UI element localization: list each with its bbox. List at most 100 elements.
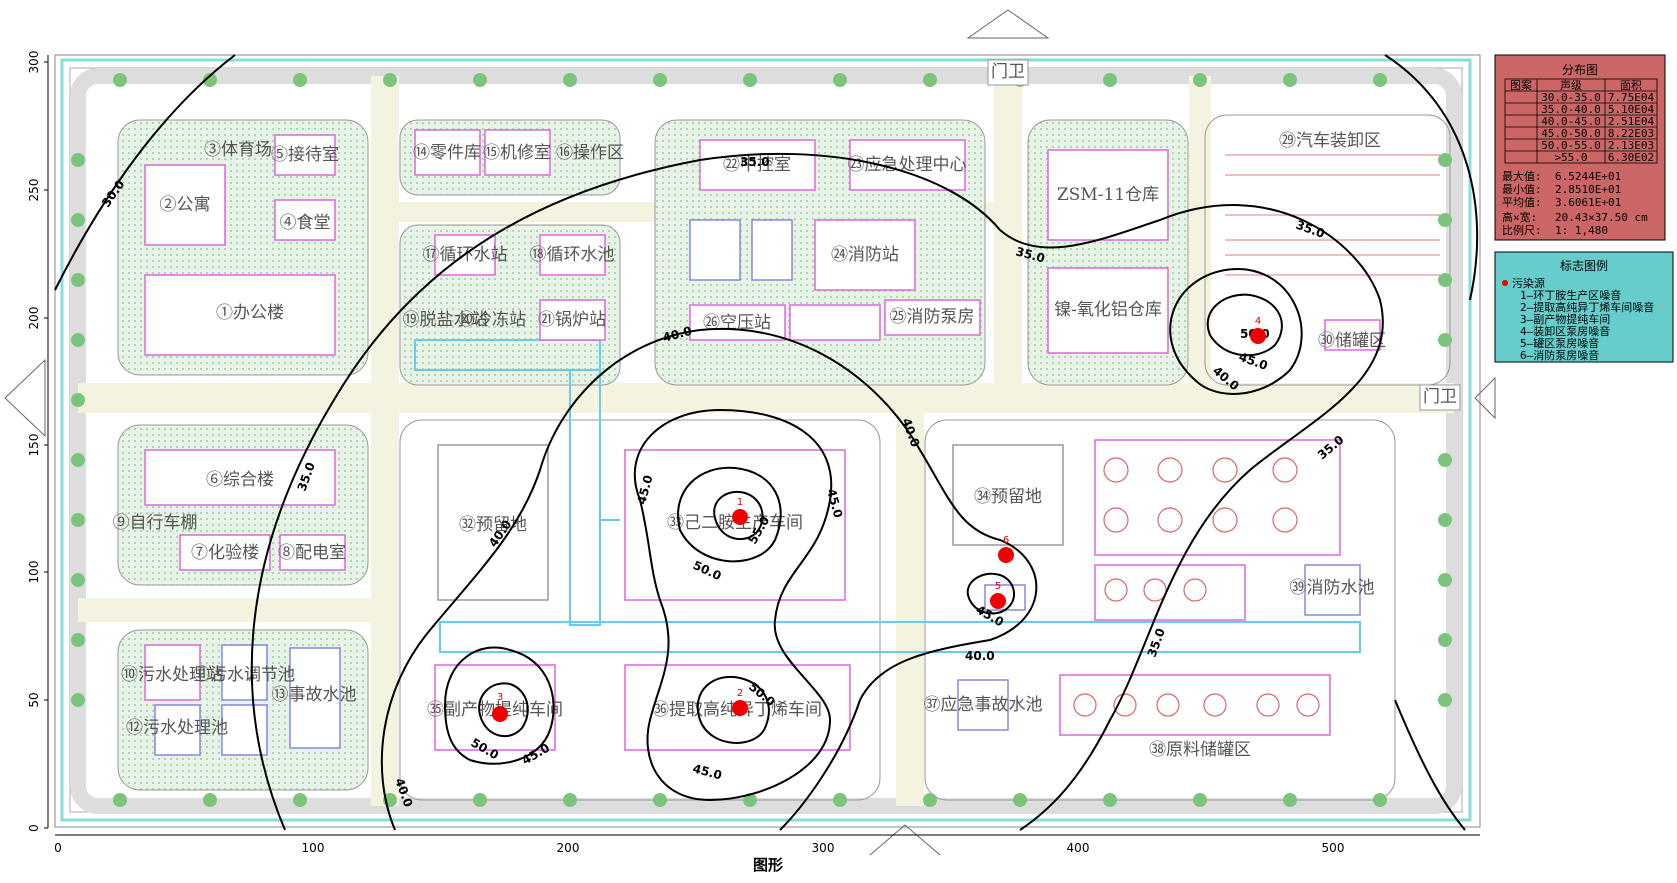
label-building8: ⑧配电室 <box>278 543 346 563</box>
contour-45-a <box>633 408 833 802</box>
x-tick: 300 <box>812 841 835 855</box>
noise-source-3[interactable]: 3 <box>492 692 508 722</box>
dist-row-area: 5.10E04 <box>1608 103 1655 116</box>
site-plan <box>4 9 1496 856</box>
legend-item: 1—环丁胺生产区噪音 <box>1520 288 1621 302</box>
tree-icon <box>1373 793 1387 807</box>
contour-labels: 30.0 35.0 35.0 35.0 35.0 35.0 35.0 40.0 … <box>99 155 1347 809</box>
label-building4: ④食堂 <box>280 213 331 233</box>
legend-title: 标志图例 <box>1560 259 1608 273</box>
tree-icon <box>71 393 85 407</box>
dist-row-range: 50.0-55.0 <box>1541 139 1601 152</box>
tree-icon <box>1438 633 1452 647</box>
label-building22: ㉒中控室 <box>723 155 791 175</box>
contour-45-b <box>443 646 555 765</box>
contour-45-c <box>1206 293 1283 357</box>
noise-source-6[interactable]: 6 <box>998 535 1014 563</box>
label-building25: ㉕消防泵房 <box>890 307 975 327</box>
tree-icon <box>1013 793 1027 807</box>
tree-icon <box>923 793 937 807</box>
contour-30-right <box>1384 54 1479 301</box>
tree-icon <box>71 573 85 587</box>
tree-icon <box>563 793 577 807</box>
label-building10: ⑩污水处理站 <box>121 665 223 685</box>
legend-source-marker <box>1502 280 1508 286</box>
dist-header-level: 声级 <box>1560 78 1582 92</box>
label-building15: ⑮机修室 <box>483 143 551 163</box>
dist-row-range: >55.0 <box>1554 151 1587 164</box>
label-building24: ㉔消防站 <box>831 245 899 265</box>
tree-icon <box>71 453 85 467</box>
tree-icon <box>1438 153 1452 167</box>
tree-icon <box>1283 793 1297 807</box>
noise-source-4[interactable]: 4 <box>1250 316 1266 344</box>
label-building30: ㉚储罐区 <box>1318 331 1386 351</box>
label-building7: ⑦化验楼 <box>191 543 259 563</box>
contour-35-right <box>1394 699 1466 831</box>
svg-text:1: 1 <box>737 497 743 508</box>
svg-text:5: 5 <box>995 581 1001 592</box>
noise-source-1[interactable]: 1 <box>732 497 748 525</box>
scale-label: 比例尺: <box>1502 223 1542 237</box>
label-gate2: 门卫 <box>1423 387 1457 407</box>
tree-icon <box>1438 693 1452 707</box>
tree-icon <box>653 793 667 807</box>
tree-icon <box>71 213 85 227</box>
dist-header-area: 面积 <box>1620 79 1642 92</box>
x-tick: 100 <box>302 841 325 855</box>
axes: 300 250 200 150 100 50 0 0 100 200 300 4… <box>27 51 1480 874</box>
y-tick: 200 <box>27 307 41 330</box>
label-building13: ⑬事故水池 <box>272 685 357 705</box>
dist-row-area: 2.13E03 <box>1608 139 1654 152</box>
tree-icon <box>473 73 487 87</box>
y-tick: 100 <box>27 561 41 584</box>
tree-icon <box>653 73 667 87</box>
contour-40-pump <box>1169 268 1303 395</box>
tree-icon <box>1438 213 1452 227</box>
x-axis-label: 图形 <box>753 856 783 874</box>
noise-source-5[interactable]: 5 <box>990 581 1006 609</box>
distribution-panel: 分布图 图案 声级 面积 30.0-35.0 7.75E04 35.0-40.0… <box>1494 54 1666 241</box>
tree-icon <box>71 633 85 647</box>
scale-value: 1: 1,480 <box>1555 224 1608 237</box>
noise-source-2[interactable]: 2 <box>732 688 748 716</box>
y-tick: 150 <box>27 434 41 457</box>
label-building18: ⑱循环水池 <box>530 245 615 265</box>
label-building39: ㊴消防水池 <box>1290 578 1375 598</box>
tree-icon <box>473 793 487 807</box>
tree-icon <box>71 153 85 167</box>
tree-icon <box>383 73 397 87</box>
dist-header-pattern: 图案 <box>1510 78 1532 92</box>
dist-row-range: 35.0-40.0 <box>1541 103 1601 116</box>
tree-icon <box>1193 793 1207 807</box>
contour-50-c <box>478 682 529 737</box>
label-building5: ⑤接待室 <box>271 145 339 165</box>
dist-row-area: 7.75E04 <box>1608 91 1655 104</box>
legend-item: 3—副产物提纯车间 <box>1520 312 1610 326</box>
tree-icon <box>293 73 307 87</box>
tree-icon <box>833 793 847 807</box>
legend-panel: 标志图例 污染源 1—环丁胺生产区噪音 2—提取高纯异丁烯车间噪音 3—副产物提… <box>1494 251 1674 363</box>
label-building37: ㊲应急事故水池 <box>924 695 1043 715</box>
size-label: 高×宽: <box>1502 210 1537 224</box>
dist-row-area: 8.22E03 <box>1608 127 1654 140</box>
noise-contours <box>54 54 1479 831</box>
tree-icon <box>71 333 85 347</box>
label-building2: ②公寓 <box>160 195 211 215</box>
label-building20: ⑳冷冻站 <box>458 310 526 330</box>
tree-icon <box>1438 513 1452 527</box>
stat-avg-value: 3.6061E+01 <box>1555 196 1621 209</box>
tree-icon <box>1373 73 1387 87</box>
tree-icon <box>1438 273 1452 287</box>
contour-50-b <box>696 675 770 744</box>
label-building1: ①办公楼 <box>216 303 284 323</box>
tree-icon <box>1438 453 1452 467</box>
contour-35-outer <box>250 152 1384 831</box>
tree-icon <box>71 513 85 527</box>
tree-icon <box>113 793 127 807</box>
distribution-title: 分布图 <box>1562 63 1598 77</box>
svg-text:3: 3 <box>497 692 503 703</box>
label-building14: ⑭零件库 <box>413 143 481 163</box>
